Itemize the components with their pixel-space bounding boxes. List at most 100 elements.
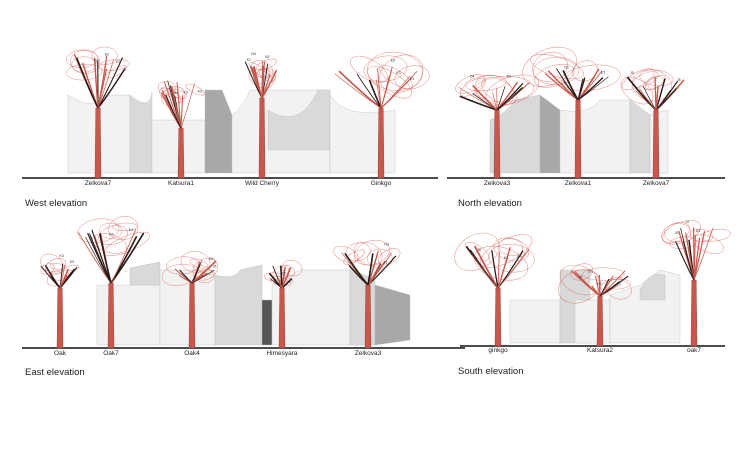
east-node-label: C1 xyxy=(281,270,286,274)
north-branch xyxy=(472,85,498,111)
south-node-label: K2 xyxy=(597,282,601,286)
east-node-label: E4 xyxy=(129,228,133,232)
east-tree-4: Zelkova3 xyxy=(333,239,401,357)
east-branch xyxy=(45,265,61,289)
west-branch xyxy=(261,74,271,99)
east-wall-0 xyxy=(96,284,161,346)
north-branch xyxy=(655,86,659,111)
north-tree-0: Zelkova3 xyxy=(455,74,540,187)
north-node-label: N2 xyxy=(507,74,512,78)
west-node-label: K3 xyxy=(198,89,202,93)
south-node-label: J3 xyxy=(579,275,583,279)
west-branch xyxy=(93,57,99,109)
east-canopy-loop xyxy=(99,222,123,239)
west-canopy-loop xyxy=(350,55,388,83)
east-canopy-loop xyxy=(92,233,128,254)
east-node-label: D4 xyxy=(209,257,214,261)
north-branch xyxy=(496,86,506,111)
north-node-label: J5 xyxy=(677,78,681,82)
north-canopy-loop xyxy=(572,60,598,82)
west-canopy-loop xyxy=(394,65,430,90)
west-node-label: E5 xyxy=(116,60,120,64)
west-canopy-loop xyxy=(91,46,118,65)
west-canopy-loop xyxy=(250,60,274,79)
south-wall-2 xyxy=(574,299,611,344)
east-tree-1: Oak7 xyxy=(77,216,151,357)
north-canopy-loop xyxy=(620,76,654,105)
north-wall-3 xyxy=(629,99,651,174)
south-canopy-loop xyxy=(488,243,535,273)
south-wall-4 xyxy=(639,273,666,301)
east-tree-label: Himesyara xyxy=(266,350,297,357)
south-branch xyxy=(693,227,714,281)
west-branch xyxy=(253,65,263,99)
south-tree-label: ginkgo xyxy=(488,347,508,354)
south-branch xyxy=(475,247,499,289)
west-branch xyxy=(377,68,382,109)
north-canopy-loop xyxy=(465,75,507,92)
north-canopy-loop xyxy=(621,68,655,91)
south-canopy-loop xyxy=(661,222,690,244)
west-branch xyxy=(356,73,382,109)
south-branch xyxy=(465,246,499,289)
east-canopy-loop xyxy=(282,259,303,277)
west-canopy-loop xyxy=(363,55,408,82)
north-branch xyxy=(562,70,579,101)
west-canopy-loop xyxy=(379,54,424,93)
east-trunk xyxy=(364,284,372,349)
west-tree-label: Katsura1 xyxy=(168,180,194,187)
west-canopy-loop xyxy=(105,65,127,79)
east-branch xyxy=(281,267,291,289)
north-canopy-loop xyxy=(455,74,486,94)
south-tree-0: ginkgo xyxy=(454,232,535,354)
east-node-label: D3 xyxy=(109,232,114,236)
east-wall-4 xyxy=(261,299,273,346)
south-node-label: J5 xyxy=(477,248,481,252)
west-tree-3: Ginkgo xyxy=(334,51,430,187)
east-canopy-loop xyxy=(343,249,365,265)
west-wall-6 xyxy=(329,94,396,174)
west-branch xyxy=(76,57,99,109)
west-node-label: K4 xyxy=(94,58,98,62)
south-branch xyxy=(574,271,601,297)
south-trunk xyxy=(690,279,698,347)
east-wall-3 xyxy=(214,264,263,346)
south-branch xyxy=(599,270,626,297)
south-tree-label: Katsura2 xyxy=(587,347,613,354)
east-branch xyxy=(191,269,215,284)
east-canopy-loop xyxy=(353,241,383,266)
east-branch xyxy=(59,264,66,289)
east-canopy-loop xyxy=(112,222,138,231)
east-branch xyxy=(367,253,374,286)
north-elevation-title: North elevation xyxy=(458,198,522,209)
south-trunk xyxy=(494,287,502,347)
south-branch xyxy=(491,250,499,289)
east-canopy-loop xyxy=(98,225,128,245)
north-canopy-loop xyxy=(561,64,621,91)
north-node-label: N1 xyxy=(564,66,569,70)
west-canopy-loop xyxy=(367,66,412,99)
north-canopy-loop xyxy=(485,74,540,105)
west-trunk xyxy=(94,107,102,179)
east-tree-2: Oak4 xyxy=(161,251,218,357)
north-canopy-loop xyxy=(475,74,514,107)
east-elevation-title: East elevation xyxy=(25,367,85,378)
west-branch xyxy=(180,82,195,129)
south-node-label: D3 xyxy=(696,229,701,233)
east-tree-label: Oak7 xyxy=(103,350,119,357)
west-canopy-loop xyxy=(256,58,278,71)
east-branch xyxy=(89,233,112,284)
east-branch xyxy=(59,266,78,289)
east-branch xyxy=(179,269,193,284)
east-wall-1 xyxy=(129,261,161,286)
north-canopy-loop xyxy=(481,77,517,105)
south-node-label: K3 xyxy=(504,256,508,260)
north-tree-label: Zelkova7 xyxy=(643,180,670,187)
north-branch xyxy=(577,78,584,101)
north-wall-1 xyxy=(539,94,561,174)
south-node-label: J4 xyxy=(685,220,689,224)
south-canopy-loop xyxy=(692,234,724,254)
